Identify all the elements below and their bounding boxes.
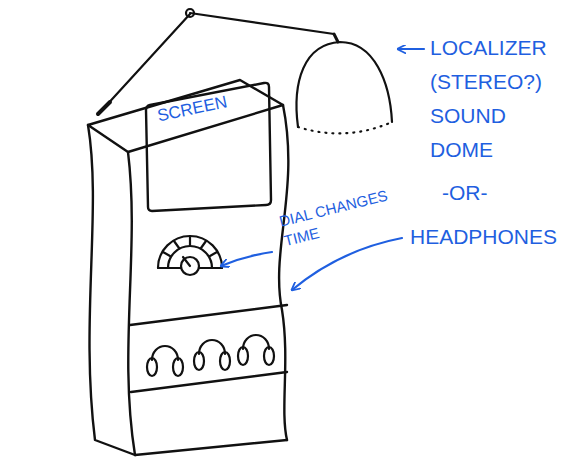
cabinet [88, 80, 288, 455]
headphone-band [243, 335, 269, 349]
arm-base [98, 102, 110, 114]
arm-rod [190, 13, 334, 34]
cabinet-front-left-edge [128, 152, 135, 455]
headphone-band [199, 340, 225, 354]
ear-cup [264, 347, 274, 365]
dome-stem [334, 34, 338, 42]
leader-arrow [221, 252, 272, 266]
annotation-label: -OR- [442, 180, 488, 206]
annotation-label: HEADPHONES [410, 224, 557, 250]
headphone-band [152, 346, 178, 360]
leader-arrow [292, 238, 402, 290]
annotation-label: LOCALIZER (STEREO?) SOUND DOME [430, 31, 547, 167]
ear-cup [173, 358, 183, 376]
dial-knob [181, 257, 199, 275]
cabinet-side [88, 125, 135, 455]
dome-rim [298, 122, 392, 133]
dial [158, 236, 222, 275]
screen-box: SCREEN [142, 80, 272, 212]
cabinet-top [88, 80, 283, 152]
ear-cup [238, 347, 248, 365]
dial-ticks [163, 236, 217, 256]
sound-dome [297, 42, 392, 133]
headphone-set [147, 335, 274, 376]
panel-top-line [130, 305, 287, 325]
leader-arrow [398, 48, 424, 50]
ear-cup [147, 358, 157, 376]
cabinet-base [135, 440, 287, 455]
ear-cup [220, 352, 230, 370]
ear-cup [194, 352, 204, 370]
cabinet-front-right-edge [279, 105, 288, 440]
arm-rod [104, 14, 190, 108]
dome-shell [297, 42, 392, 127]
dial-pointer [183, 257, 190, 266]
